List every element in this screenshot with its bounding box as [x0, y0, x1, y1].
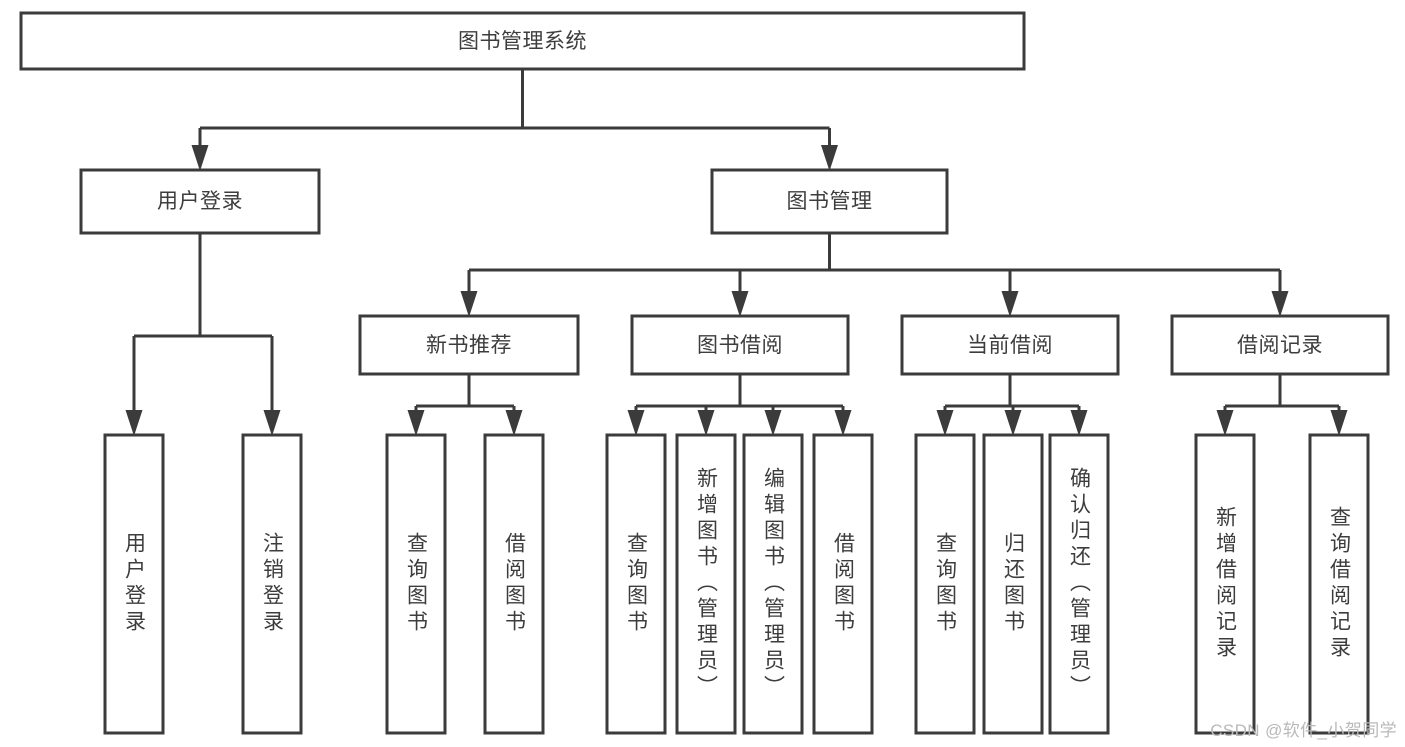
- arrow-head-icon: [1271, 291, 1289, 317]
- node-box-l2_3[interactable]: [1170, 314, 1390, 376]
- arrow-head-icon: [1070, 410, 1088, 436]
- arrow-head-icon: [936, 410, 954, 436]
- arrow-head-icon: [505, 410, 523, 436]
- node-box-l2_1[interactable]: [630, 314, 850, 376]
- node-box-leaf_7[interactable]: [812, 433, 874, 735]
- arrow-head-icon: [1004, 410, 1022, 436]
- node-box-leaf_0[interactable]: [103, 433, 165, 735]
- arrow-head-icon: [627, 410, 645, 436]
- node-box-l1_1[interactable]: [710, 168, 949, 235]
- arrow-head-icon: [125, 410, 143, 436]
- node-box-leaf_4[interactable]: [605, 433, 667, 735]
- arrow-head-icon: [834, 410, 852, 436]
- node-box-leaf_3[interactable]: [483, 433, 545, 735]
- arrow-head-icon: [764, 410, 782, 436]
- node-box-leaf_5[interactable]: [675, 433, 737, 735]
- arrow-head-icon: [1001, 291, 1019, 317]
- node-box-l1_0[interactable]: [79, 168, 321, 235]
- node-box-l2_2[interactable]: [900, 314, 1120, 376]
- arrow-head-icon: [1330, 410, 1348, 436]
- csdn-watermark: CSDN @软件_小贺同学: [1210, 721, 1397, 740]
- node-box-root[interactable]: [19, 11, 1026, 71]
- node-box-leaf_10[interactable]: [1048, 433, 1110, 735]
- node-box-leaf_11[interactable]: [1194, 433, 1256, 735]
- arrow-head-icon: [263, 410, 281, 436]
- node-box-group: [19, 11, 1390, 735]
- node-box-leaf_12[interactable]: [1308, 433, 1370, 735]
- arrow-head-icon: [460, 291, 478, 317]
- node-box-leaf_9[interactable]: [982, 433, 1044, 735]
- node-box-leaf_1[interactable]: [241, 433, 303, 735]
- node-box-leaf_8[interactable]: [914, 433, 976, 735]
- arrow-head-icon: [1216, 410, 1234, 436]
- arrow-head-icon: [697, 410, 715, 436]
- arrow-head-icon: [407, 410, 425, 436]
- node-box-leaf_2[interactable]: [385, 433, 447, 735]
- arrow-head-icon: [731, 291, 749, 317]
- node-box-l2_0[interactable]: [358, 314, 580, 376]
- arrow-head-icon: [821, 145, 838, 171]
- node-box-leaf_6[interactable]: [742, 433, 804, 735]
- connector-group: [125, 69, 1348, 436]
- arrow-head-icon: [191, 145, 209, 171]
